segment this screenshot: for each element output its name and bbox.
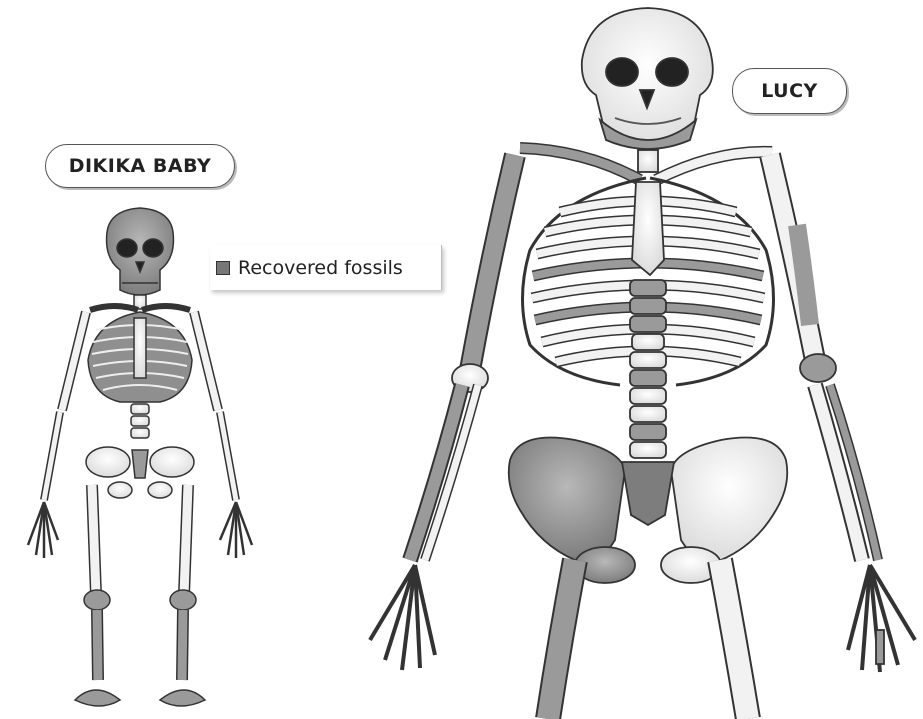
lucy-skull [582, 8, 713, 150]
dikika-left-hand [28, 502, 58, 558]
lucy-skeleton [370, 8, 915, 719]
dikika-ribcage [88, 312, 192, 402]
dikika-pelvis [86, 447, 194, 498]
legend-text: Recovered fossils [238, 257, 403, 279]
lucy-spine [630, 280, 666, 458]
lucy-label: LUCY [732, 68, 847, 114]
gray-square-icon [216, 261, 230, 275]
lucy-left-hand [370, 565, 435, 670]
fossil-legend: Recovered fossils [210, 245, 442, 290]
dikika-baby-label: DIKIKA BABY [45, 144, 235, 188]
dikika-skull [107, 208, 174, 295]
lucy-pelvis [509, 438, 788, 584]
dikika-right-hand [220, 502, 252, 558]
